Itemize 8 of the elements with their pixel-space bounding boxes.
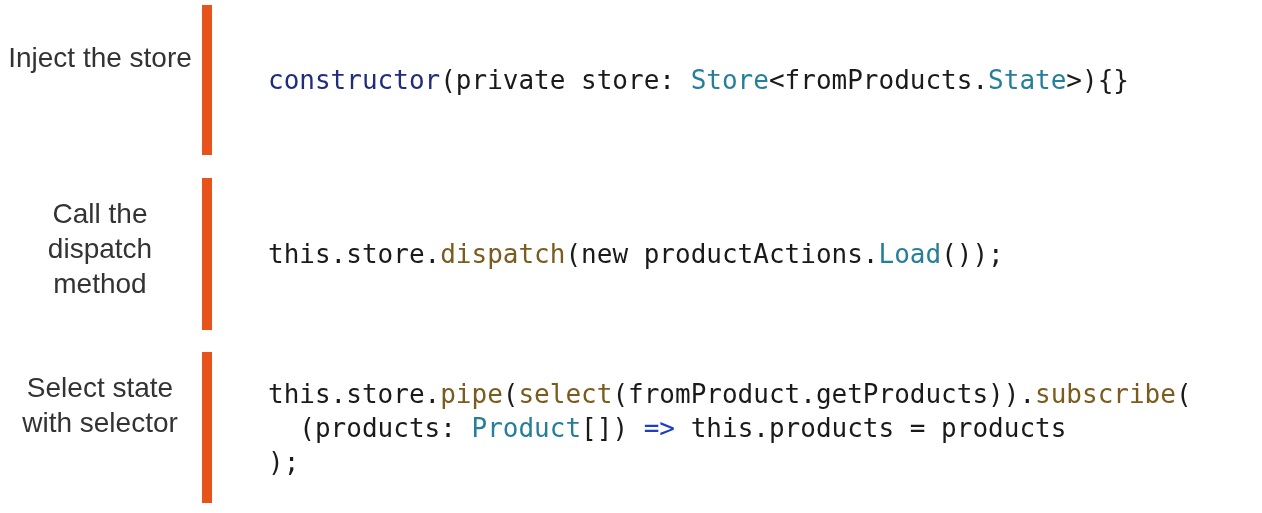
code-line: (products: Product[]) => this.products = products (298, 412, 1067, 445)
code-line: constructor(private store: Store<fromProducts.State>){} (268, 64, 1129, 97)
step-label: Call the dispatch method (46, 197, 154, 301)
step-label: Inject the store (7, 41, 193, 75)
step-label: Select state with selector (21, 371, 179, 440)
code-line: ); (268, 446, 300, 479)
code-line: this.store.dispatch(new productActions.Load()); (268, 238, 1004, 271)
code-line: this.store.pipe(select(fromProduct.getProducts)).subscribe( (268, 378, 1192, 411)
